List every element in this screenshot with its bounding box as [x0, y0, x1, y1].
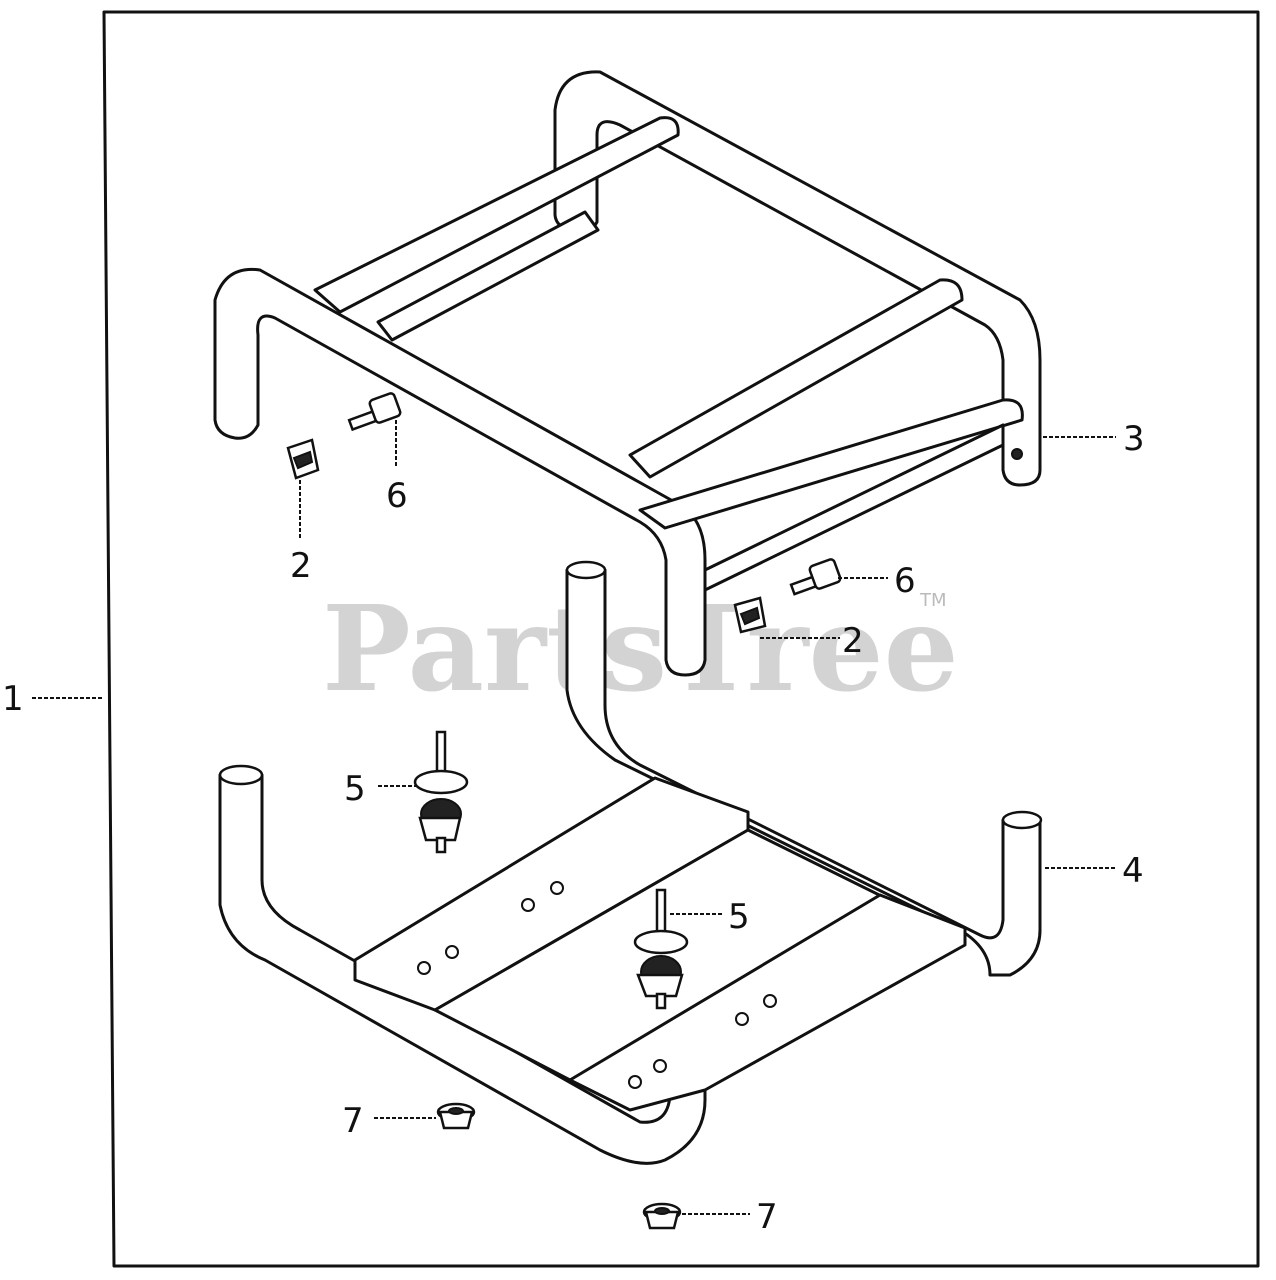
callout-6-left: 6	[386, 476, 408, 516]
clip-left	[286, 438, 320, 480]
watermark: PartsTree TM	[322, 579, 959, 718]
nut-left	[436, 1102, 476, 1130]
clip-right	[733, 596, 767, 634]
mount-hole	[550, 881, 564, 895]
mount-hole	[417, 961, 431, 975]
callout-7-right: 7	[756, 1197, 778, 1237]
callout-2-left: 2	[290, 546, 312, 586]
tube-end	[565, 560, 607, 580]
callout-5-right: 5	[728, 897, 750, 937]
mount-hole	[653, 1059, 667, 1073]
callout-5-left: 5	[344, 769, 366, 809]
mount-hole	[763, 994, 777, 1008]
watermark-text: PartsTree	[322, 579, 959, 718]
lower-frame	[218, 560, 1043, 1165]
watermark-trademark: TM	[919, 590, 947, 611]
mount-hole	[445, 945, 459, 959]
nut-right	[642, 1202, 682, 1230]
tube-end	[1001, 810, 1043, 830]
callout-labels: 1 2 2 3 4 5 5 6 6 7 7	[2, 419, 1145, 1237]
mount-hole	[628, 1075, 642, 1089]
upper-frame	[213, 70, 1042, 677]
callout-6-right: 6	[894, 561, 916, 601]
mount-hole	[735, 1012, 749, 1026]
bolt-right	[789, 558, 842, 596]
mount-hole	[521, 898, 535, 912]
callout-2-right: 2	[842, 621, 864, 661]
assembly-frame-border	[102, 10, 1260, 1268]
bolt-left	[347, 392, 402, 432]
mount-right	[633, 888, 689, 1010]
leader-lines	[32, 420, 1116, 1215]
callout-4: 4	[1122, 851, 1144, 891]
callout-3: 3	[1123, 419, 1145, 459]
frame-hole	[1011, 448, 1023, 460]
callout-7-left: 7	[342, 1101, 364, 1141]
callout-1: 1	[2, 679, 24, 719]
mount-left	[413, 730, 469, 854]
tube-end	[218, 764, 264, 786]
